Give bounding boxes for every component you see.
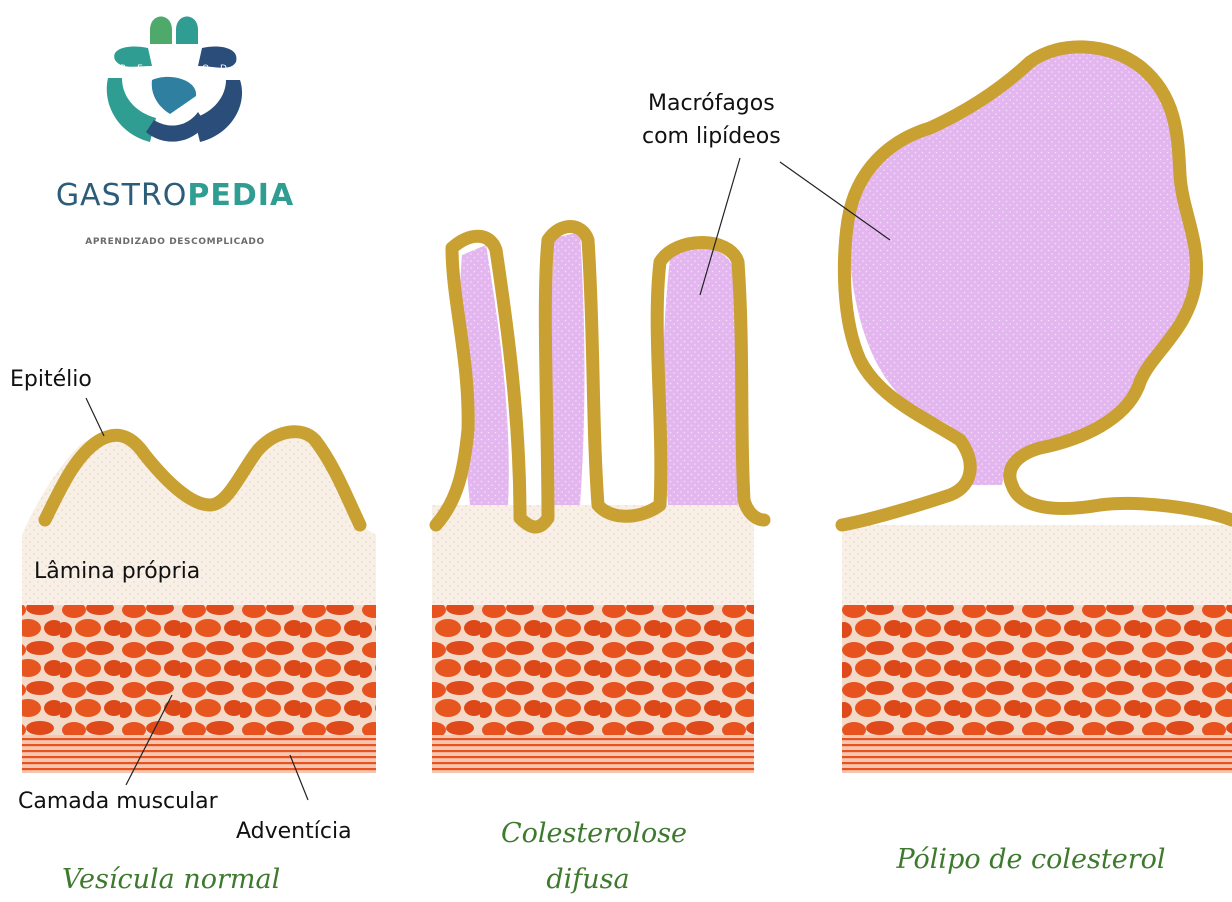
- label-lamina-propria: Lâmina própria: [34, 559, 200, 584]
- caption-colesterolose-line2: difusa: [546, 864, 629, 895]
- label-macrofagos-line1: Macrófagos: [648, 91, 775, 116]
- lamina-propria-polipo: [842, 525, 1232, 605]
- lamina-propria-difusa: [432, 505, 754, 605]
- adventitia-difusa: [432, 735, 754, 773]
- adventitia-polipo: [842, 735, 1232, 773]
- muscle-layer-difusa: [432, 605, 754, 735]
- label-adventicia: Adventícia: [236, 819, 352, 844]
- label-macrofagos-line2: com lipídeos: [642, 124, 781, 149]
- brand-name-part1: GASTRO: [56, 178, 188, 213]
- label-epitelio: Epitélio: [10, 367, 92, 392]
- panel-difusa: [432, 227, 764, 774]
- panel-normal: [22, 431, 376, 773]
- logo-mark-icon: [107, 17, 244, 143]
- brand-tagline: APRENDIZADO DESCOMPLICADO: [85, 237, 264, 247]
- brand-name: GASTROPEDIA: [56, 178, 294, 213]
- gastropedia-logo: R E D I Z O D GASTROPEDIA APRENDIZADO DE…: [56, 17, 294, 248]
- muscle-layer-polipo: [842, 605, 1232, 735]
- logo-ring-text: R E D I Z O D: [120, 64, 231, 74]
- lipid-fold-3: [663, 248, 738, 505]
- adventitia-normal: [22, 735, 376, 773]
- pointer-epitelio: [86, 398, 104, 436]
- caption-vesicula-normal: Vesícula normal: [62, 864, 280, 895]
- muscle-layer-normal: [22, 605, 376, 735]
- panel-polipo: [842, 47, 1232, 773]
- caption-colesterolose-line1: Colesterolose: [501, 818, 687, 849]
- caption-polipo-colesterol: Pólipo de colesterol: [895, 844, 1165, 875]
- label-camada-muscular: Camada muscular: [18, 789, 219, 814]
- brand-name-part2: PEDIA: [187, 178, 294, 213]
- polyp-lipid-core: [850, 48, 1197, 485]
